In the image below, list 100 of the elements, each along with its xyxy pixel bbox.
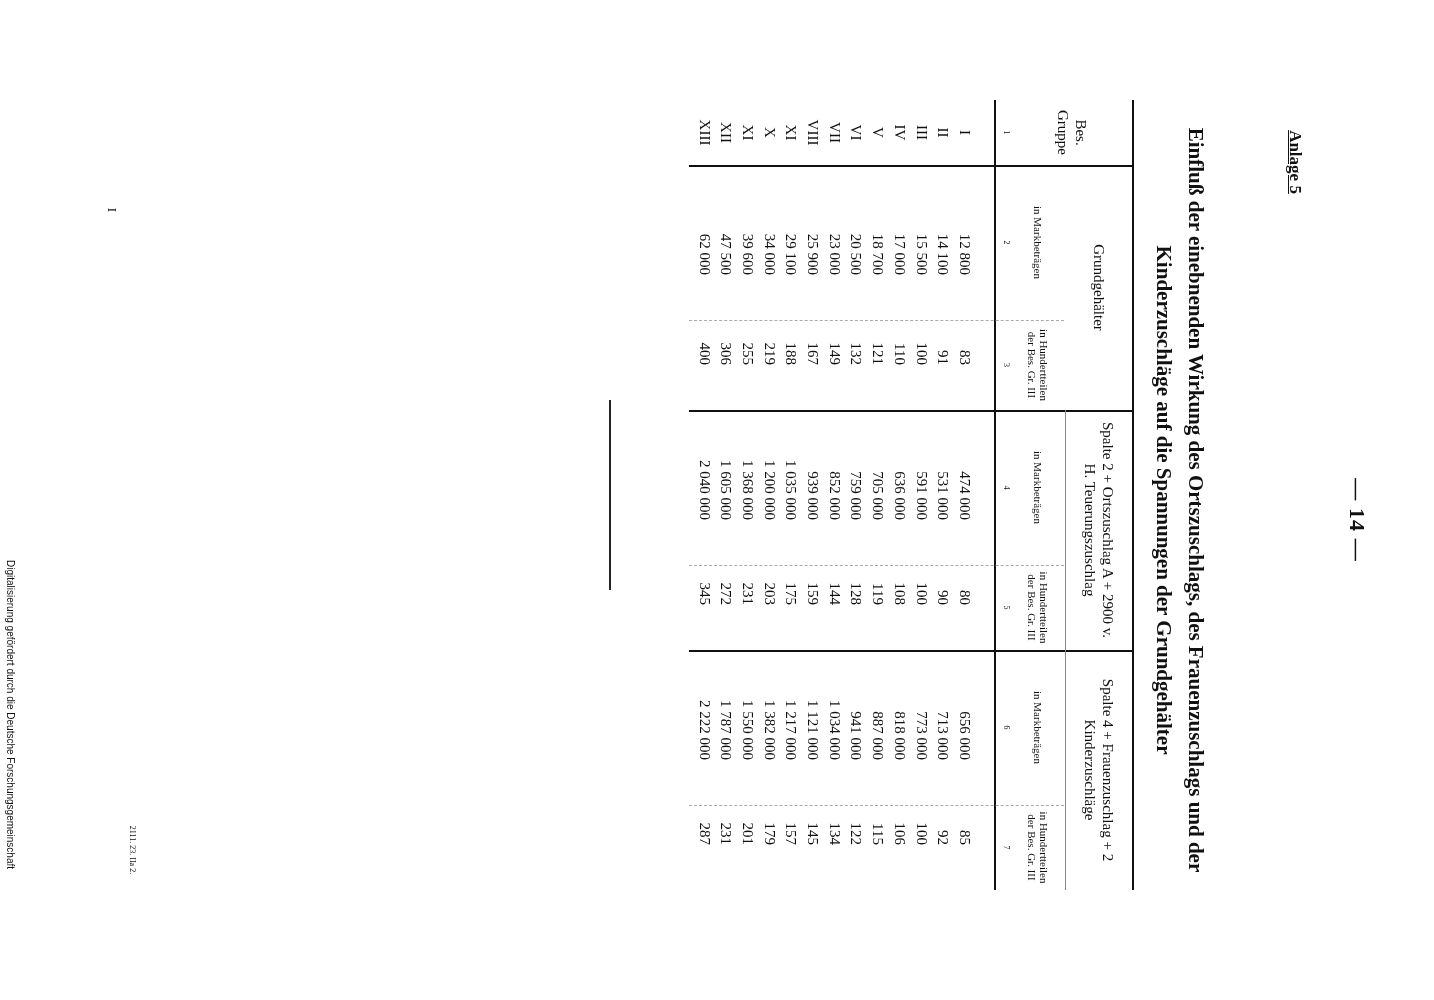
data-value: 400 [695, 341, 714, 367]
data-value: 219 [760, 341, 779, 367]
data-value: 231 [739, 581, 757, 607]
title: Einfluß der einebnenden Wirkung des Ortszuschlags, des Frauenzuschlags und der Kinderzuschläge auf die Spannungen der Grundgehälter [1151, 126, 1209, 875]
row-label: II [934, 126, 953, 140]
sub-header: in Hundertteilen der Bes. Gr. III [1025, 570, 1051, 646]
group-header: Bes. Gruppe [1054, 109, 1090, 157]
sub-header: in Hundertteilen der Bes. Gr. III [1025, 328, 1051, 403]
data-value: 83 [956, 349, 974, 367]
print-code: 2111. 23. IIa 2. [127, 824, 138, 877]
data-value: 157 [782, 821, 801, 847]
group-header: Spalte 2 + Ortszuschlag A + 2900 v. H. Teuerungszuschlag [1081, 421, 1117, 640]
column-number: 7 [1001, 844, 1012, 852]
margin-mark: I [104, 206, 121, 215]
data-value: 149 [825, 341, 844, 367]
data-value: 108 [890, 581, 909, 607]
data-value: 128 [847, 581, 866, 607]
data-value: 2 040 000 [695, 459, 714, 522]
column-number: 5 [1001, 604, 1012, 612]
data-value: 14 100 [934, 232, 953, 277]
column-number: 6 [1001, 724, 1012, 732]
data-value: 939 000 [804, 470, 823, 522]
data-value: 100 [912, 341, 931, 367]
row-label: V [869, 126, 888, 140]
annex-heading: Anlage 5 [1285, 129, 1306, 196]
data-value: 1 550 000 [739, 699, 757, 762]
data-value: 2 222 000 [695, 699, 714, 762]
data-value: 90 [934, 589, 953, 607]
data-value: 134 [825, 821, 844, 847]
data-value: 145 [804, 821, 823, 847]
data-value: 115 [869, 822, 888, 847]
data-value: 121 [869, 341, 888, 367]
data-value: 47 500 [717, 232, 736, 277]
data-value: 80 [956, 589, 974, 607]
data-value: 100 [912, 581, 931, 607]
data-value: 1 121 000 [804, 699, 823, 762]
data-value: 122 [847, 821, 866, 847]
data-value: 12 800 [956, 232, 974, 277]
data-value: 106 [890, 821, 909, 847]
data-value: 92 [934, 829, 953, 847]
group-header: Grundgehälter [1090, 243, 1108, 333]
data-value: 91 [934, 349, 953, 367]
row-label: IV [890, 123, 909, 143]
digitization-note: Digitalisierung gefördert durch die Deutsche Forschungsgemeinschaft [4, 560, 17, 872]
data-value: 773 000 [912, 710, 931, 762]
data-value: 29 100 [782, 232, 801, 277]
data-value: 188 [782, 341, 801, 367]
data-value: 759 000 [847, 470, 866, 522]
data-value: 713 000 [934, 710, 953, 762]
data-value: 167 [804, 341, 823, 367]
row-label: III [912, 124, 931, 142]
data-value: 852 000 [825, 470, 844, 522]
data-value: 636 000 [890, 470, 909, 522]
data-value: 887 000 [869, 710, 888, 762]
data-value: 1 368 000 [739, 459, 757, 522]
row-label: XI [739, 123, 757, 143]
data-value: 656 000 [956, 710, 974, 762]
row-label: VII [825, 121, 844, 145]
data-value: 175 [782, 581, 801, 607]
data-value: 110 [890, 342, 909, 367]
data-value: 39 600 [739, 232, 757, 277]
data-value: 132 [847, 341, 866, 367]
sub-header: in Markbeträgen [1031, 450, 1045, 526]
row-label: X [760, 126, 779, 140]
group-header: Spalte 4 + Frauenzuschlag + 2 Kinderzuschläge [1081, 677, 1117, 864]
data-value: 62 000 [695, 232, 714, 277]
data-value: 20 500 [847, 232, 866, 277]
data-value: 100 [912, 821, 931, 847]
data-value: 1 382 000 [760, 699, 779, 762]
data-value: 306 [717, 341, 736, 367]
sub-header: in Markbeträgen [1031, 690, 1045, 766]
data-value: 1 035 000 [782, 459, 801, 522]
data-value: 591 000 [912, 470, 931, 522]
data-value: 85 [956, 829, 974, 847]
data-value: 1 787 000 [717, 699, 736, 762]
data-value: 179 [760, 821, 779, 847]
row-label: VI [847, 123, 866, 143]
row-label: I [956, 129, 974, 137]
data-value: 1 217 000 [782, 699, 801, 762]
data-value: 345 [695, 581, 714, 607]
data-value: 203 [760, 581, 779, 607]
column-number: 3 [1001, 362, 1012, 369]
data-value: 119 [869, 582, 888, 607]
data-value: 144 [825, 581, 844, 607]
row-label: XI [782, 123, 801, 143]
data-value: 231 [717, 821, 736, 847]
data-value: 201 [739, 821, 757, 847]
sub-header: in Hundertteilen der Bes. Gr. III [1025, 810, 1051, 886]
column-number: 2 [1001, 239, 1012, 247]
data-value: 255 [739, 341, 757, 367]
data-value: 1 200 000 [760, 459, 779, 522]
page-number: — 14 — [1346, 477, 1371, 564]
row-label: XII [717, 121, 736, 145]
data-value: 34 000 [760, 232, 779, 277]
data-value: 159 [804, 581, 823, 607]
column-number: 1 [1001, 129, 1012, 137]
row-label: VIII [804, 118, 823, 148]
sub-header: in Markbeträgen [1031, 205, 1045, 281]
column-number: 4 [1001, 484, 1012, 492]
data-value: 23 000 [825, 232, 844, 277]
